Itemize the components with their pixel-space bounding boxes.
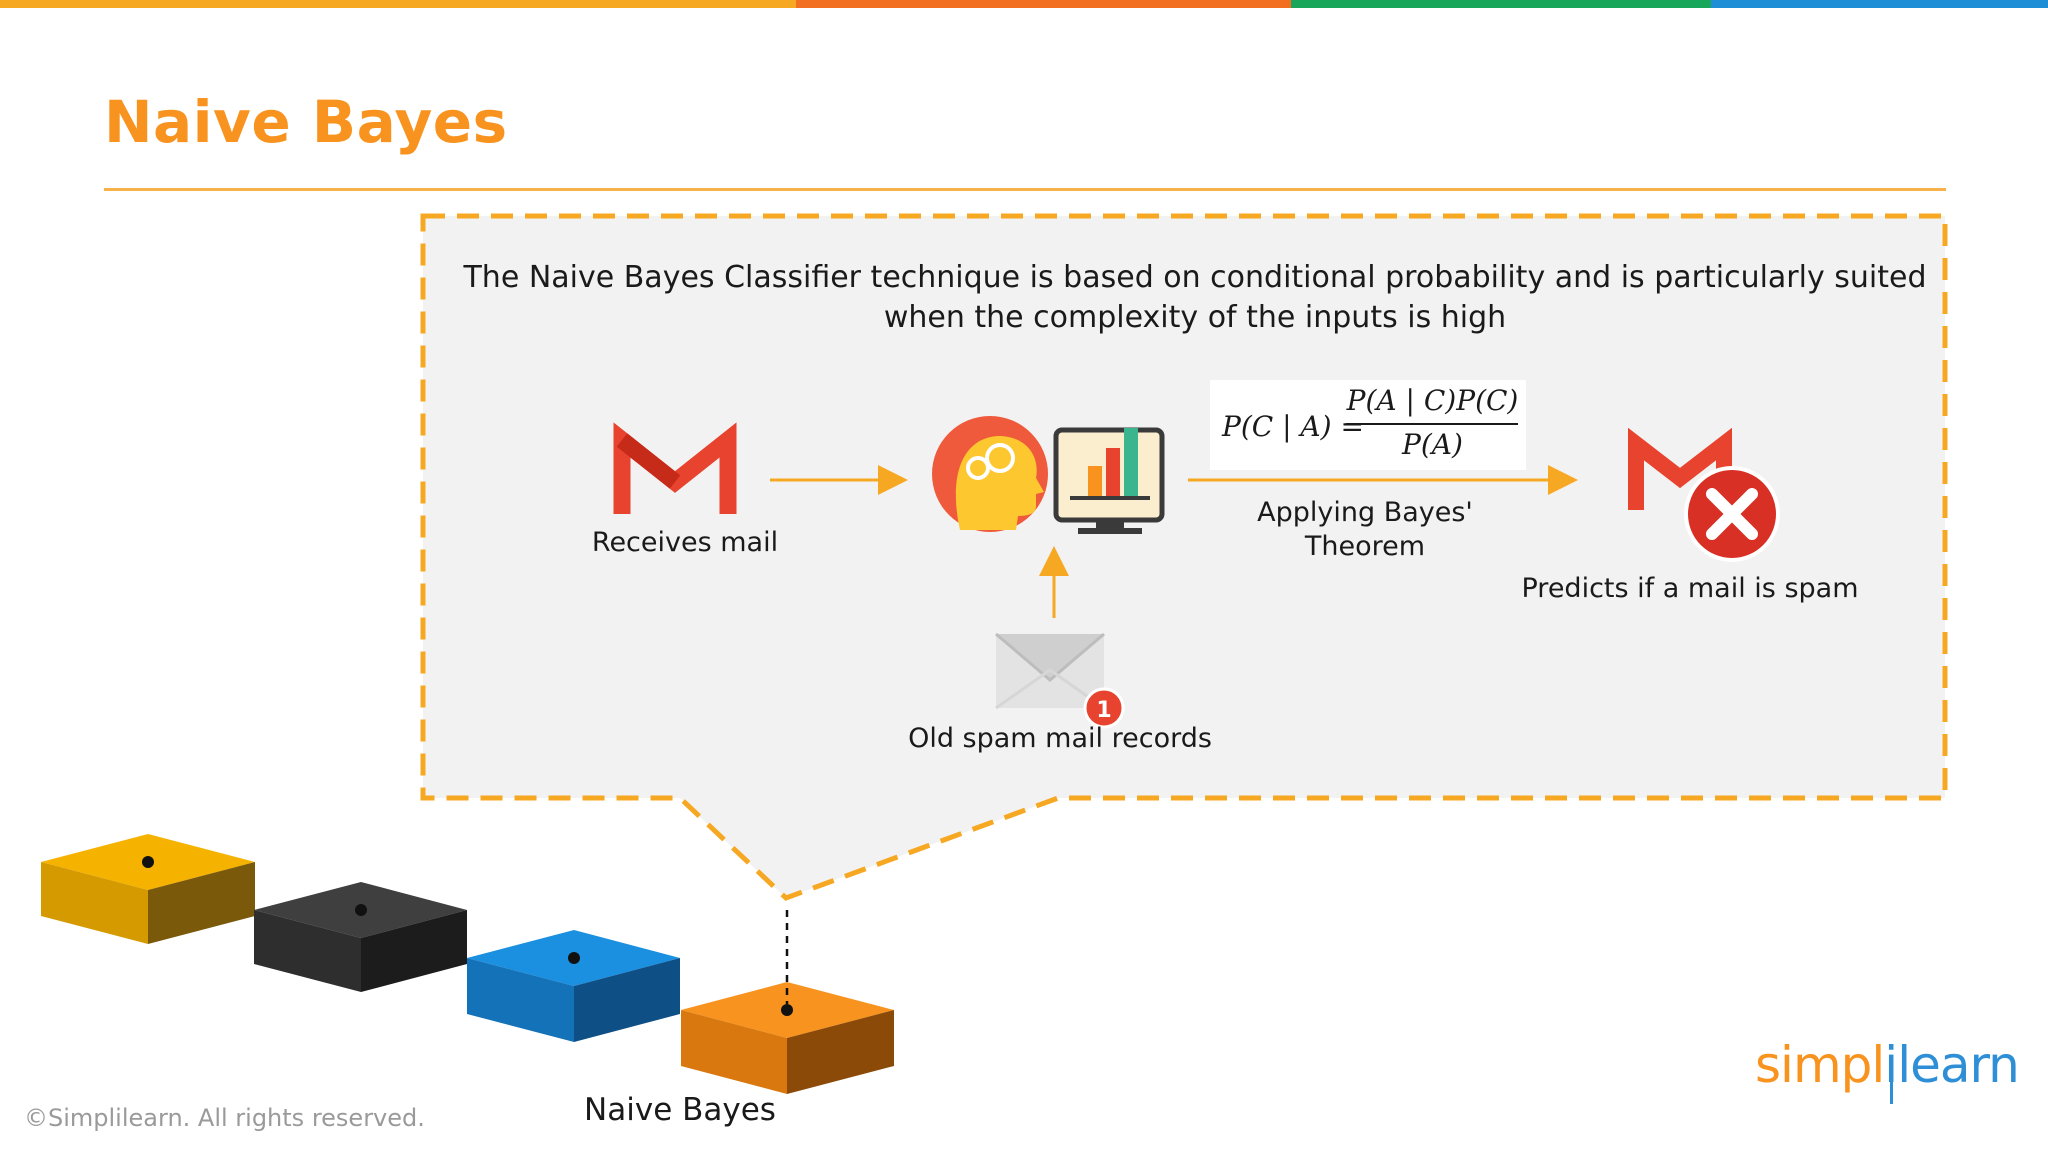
envelope-icon (995, 632, 1105, 710)
gmail-icon (613, 422, 737, 514)
block-yellow (41, 834, 255, 944)
top-bar-segment-blue (1711, 0, 2048, 8)
block-dark (254, 882, 467, 992)
old-spam-records-label: Old spam mail records (908, 723, 1212, 754)
svg-text:1: 1 (1096, 698, 1111, 723)
logo-i: i (1884, 1036, 1898, 1104)
bayes-formula: P(C | A) = P(A | C)P(C) P(A) (1210, 380, 1526, 470)
title-underline (104, 188, 1946, 191)
logo-part2: learn (1897, 1036, 2020, 1094)
monitor-chart-icon (1053, 427, 1165, 534)
description-text: The Naive Bayes Classifier technique is … (463, 260, 1927, 335)
applying-bayes-label: Applying Bayes' Theorem (1257, 497, 1473, 562)
logo-part1: simpl (1755, 1036, 1885, 1094)
block-label: Naive Bayes (584, 1092, 776, 1128)
notification-badge: 1 (1083, 687, 1125, 729)
receives-mail-label: Receives mail (591, 527, 779, 558)
block-orange (681, 982, 894, 1094)
formula-numerator: P(A | C)P(C) (1346, 384, 1519, 417)
formula-lhs: P(C | A) = (1222, 410, 1364, 443)
brain-gears-icon (932, 416, 1048, 532)
copyright-text: ©Simplilearn. All rights reserved. (24, 1104, 425, 1132)
simplilearn-logo: simplilearn (1755, 1036, 2020, 1104)
formula-fraction-bar (1346, 423, 1518, 425)
gmail-spam-icon (1628, 427, 1780, 562)
top-bar-segment-green (1291, 0, 1711, 8)
top-bar-segment-yellow (0, 0, 796, 8)
top-color-bar (0, 0, 2048, 8)
top-bar-segment-orange (796, 0, 1291, 8)
slide-title: Naive Bayes (104, 88, 508, 156)
predicts-spam-label: Predicts if a mail is spam (1521, 573, 1859, 604)
formula-denominator: P(A) (1402, 428, 1463, 461)
block-blue (467, 930, 680, 1042)
